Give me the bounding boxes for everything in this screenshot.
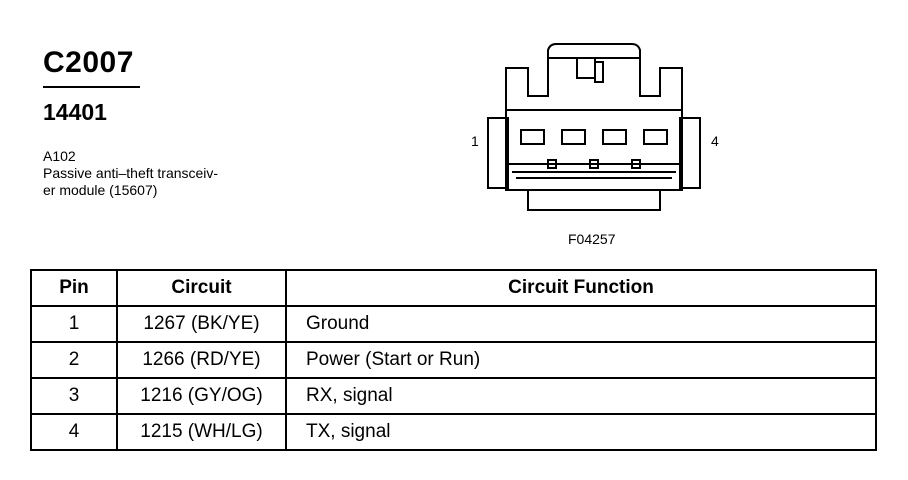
cavity-4 — [643, 129, 668, 145]
cell-pin: 1 — [30, 305, 118, 343]
connector-id-underline — [43, 86, 140, 88]
header-pin: Pin — [30, 269, 118, 307]
table-header-row: Pin Circuit Circuit Function — [30, 269, 877, 307]
cavity-2 — [561, 129, 586, 145]
pin-label-left: 1 — [471, 133, 479, 149]
header-circuit: Circuit — [116, 269, 287, 307]
cell-circuit: 1216 (GY/OG) — [116, 377, 287, 415]
right-rail — [679, 117, 701, 189]
latch-tab — [547, 43, 641, 59]
table-row: 1 1267 (BK/YE) Ground — [30, 305, 877, 343]
component-code: A102 — [43, 148, 76, 164]
cell-function: Power (Start or Run) — [285, 341, 877, 379]
pin-table: Pin Circuit Circuit Function 1 1267 (BK/… — [30, 269, 877, 451]
cell-pin: 4 — [30, 413, 118, 451]
cell-pin: 3 — [30, 377, 118, 415]
latch-post-slot — [594, 61, 604, 83]
contact-2 — [589, 159, 599, 169]
pin-label-right: 4 — [711, 133, 719, 149]
cell-function: TX, signal — [285, 413, 877, 451]
housing-foot — [527, 189, 661, 211]
header-function: Circuit Function — [285, 269, 877, 307]
cell-function: RX, signal — [285, 377, 877, 415]
figure-id: F04257 — [568, 231, 616, 247]
cell-circuit: 1267 (BK/YE) — [116, 305, 287, 343]
cell-pin: 2 — [30, 341, 118, 379]
component-desc-line1: Passive anti–theft transceiv- — [43, 165, 219, 181]
left-rail — [487, 117, 509, 189]
cavity-3 — [602, 129, 627, 145]
connector-diagram: 1 4 F04257 — [460, 38, 740, 253]
cell-circuit: 1215 (WH/LG) — [116, 413, 287, 451]
connector-face-drawing — [487, 43, 701, 211]
connector-id: C2007 — [43, 46, 134, 79]
contact-1 — [547, 159, 557, 169]
table-row: 4 1215 (WH/LG) TX, signal — [30, 413, 877, 451]
cell-circuit: 1266 (RD/YE) — [116, 341, 287, 379]
part-number: 14401 — [43, 99, 107, 125]
component-desc-line2: er module (15607) — [43, 182, 158, 198]
table-row: 2 1266 (RD/YE) Power (Start or Run) — [30, 341, 877, 379]
housing-upper-outline — [505, 58, 683, 110]
cavity-1 — [520, 129, 545, 145]
latch-post — [576, 57, 596, 79]
cell-function: Ground — [285, 305, 877, 343]
component-description: A102 Passive anti–theft transceiv- er mo… — [43, 148, 283, 199]
contact-3 — [631, 159, 641, 169]
table-row: 3 1216 (GY/OG) RX, signal — [30, 377, 877, 415]
